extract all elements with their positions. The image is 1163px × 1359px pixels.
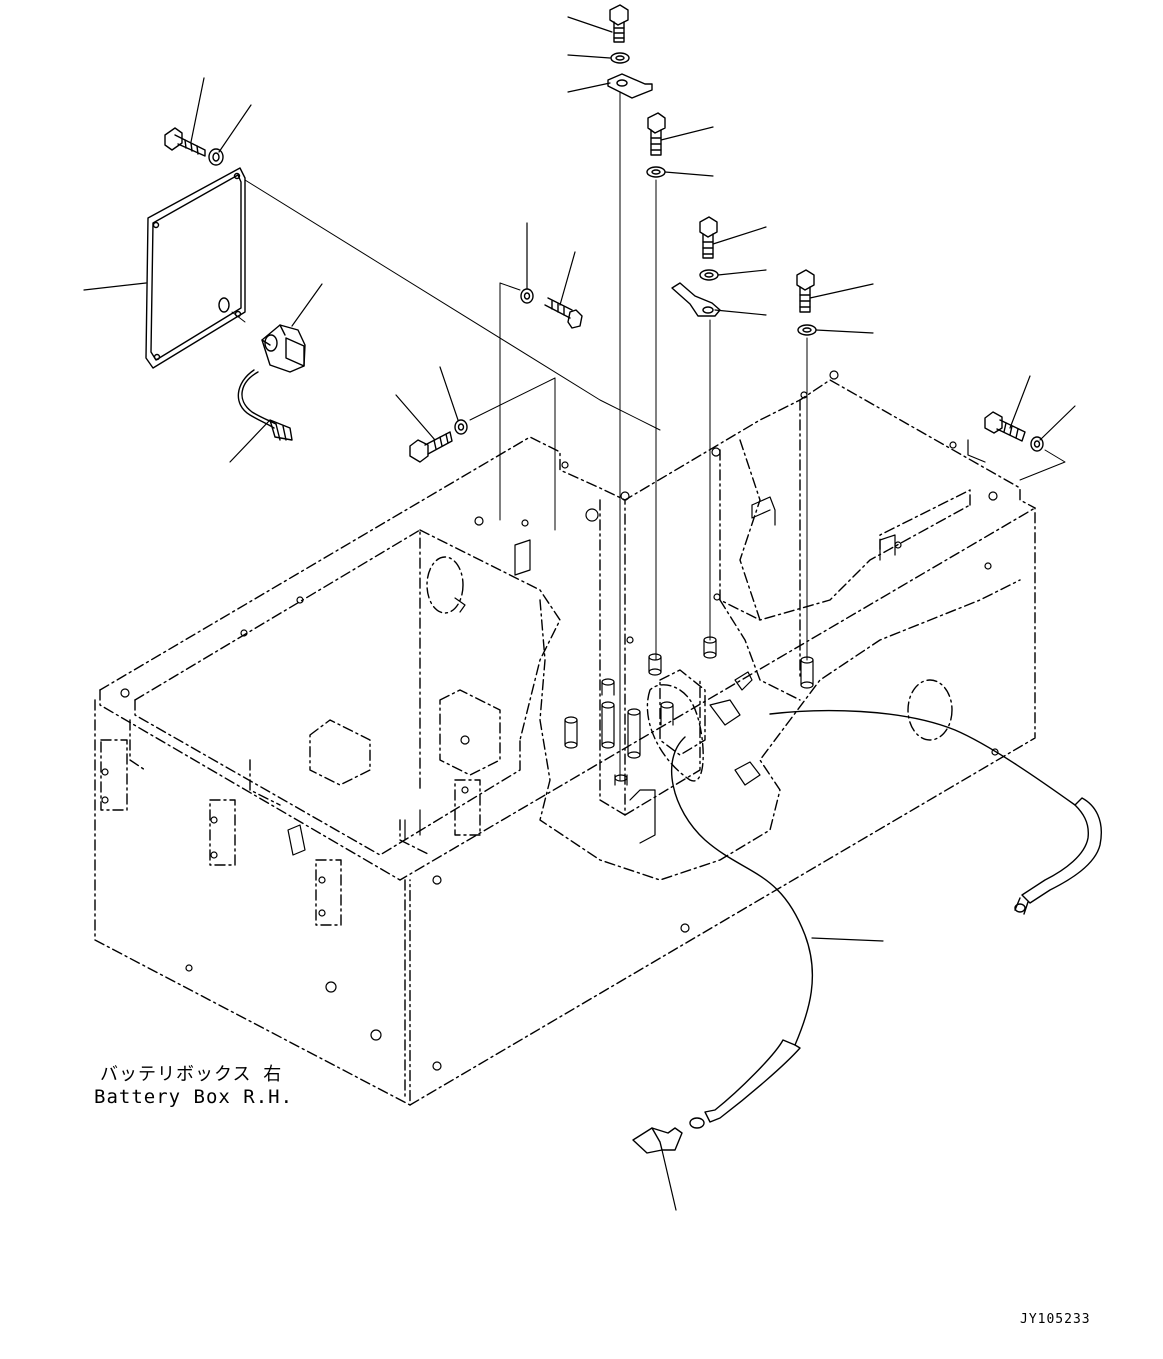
top-clamp: [607, 73, 653, 99]
far-washer: [1030, 436, 1044, 452]
leader-switch-body: [291, 283, 323, 327]
top-washer: [610, 52, 630, 64]
leader-right-washer-a: [717, 269, 767, 276]
ground-cable: [671, 736, 814, 1129]
mid-washer: [646, 166, 666, 178]
diagram-caption-japanese: バッテリボックス 右: [100, 1064, 283, 1085]
mid-bolt: [647, 112, 666, 156]
leader-lines: [83, 16, 1076, 1211]
right-washer-b: [797, 324, 817, 336]
cover-washer: [208, 148, 224, 166]
disconnect-switch: [261, 324, 306, 373]
leader-mid-washer: [664, 171, 714, 177]
leader-cover-washer: [218, 104, 252, 153]
right-bolt-a: [699, 216, 718, 259]
leader-top-washer: [567, 54, 611, 59]
standoff-bosses: [564, 636, 814, 786]
leader-cover-plate: [83, 282, 147, 291]
leader-right-washer-b: [815, 329, 874, 334]
leader-ground-cable: [811, 937, 884, 942]
cable-terminal: [632, 1127, 683, 1154]
leader-top-bolt: [567, 16, 613, 33]
leader-right-bolt-b: [809, 283, 874, 299]
leader-switch-harness: [229, 419, 271, 463]
diagram-caption-english: Battery Box R.H.: [94, 1086, 294, 1108]
leader-top-clamp: [567, 82, 611, 93]
leader-left-washer: [439, 366, 459, 421]
drawing-number: JY105233: [1020, 1312, 1091, 1327]
leader-cable-terminal: [661, 1149, 677, 1211]
switch-harness: [237, 369, 293, 441]
left-washer: [454, 419, 468, 435]
battery-box-details: [101, 370, 999, 1071]
right-bolt-b: [796, 269, 815, 313]
far-bolt: [984, 411, 1026, 442]
leader-far-bolt: [1009, 375, 1031, 429]
ground-cable-right: [769, 709, 1102, 915]
top-bolt: [609, 4, 629, 43]
cover-plate: [145, 167, 246, 369]
leader-right-clamp: [714, 309, 767, 316]
leader-mid-bolt: [660, 126, 714, 141]
cover-bolt: [164, 127, 206, 157]
leader-left-bolt: [395, 394, 436, 441]
center-washer: [520, 288, 534, 304]
leader-far-washer: [1039, 405, 1076, 441]
leader-right-bolt-a: [712, 226, 767, 245]
leader-center-bolt: [559, 251, 576, 306]
center-bolt: [544, 297, 583, 329]
right-clamp: [671, 282, 721, 317]
leader-cover-bolt: [190, 77, 205, 143]
left-bolt: [409, 431, 453, 463]
right-washer-a: [699, 269, 719, 281]
assembly-lines: [231, 91, 1066, 781]
